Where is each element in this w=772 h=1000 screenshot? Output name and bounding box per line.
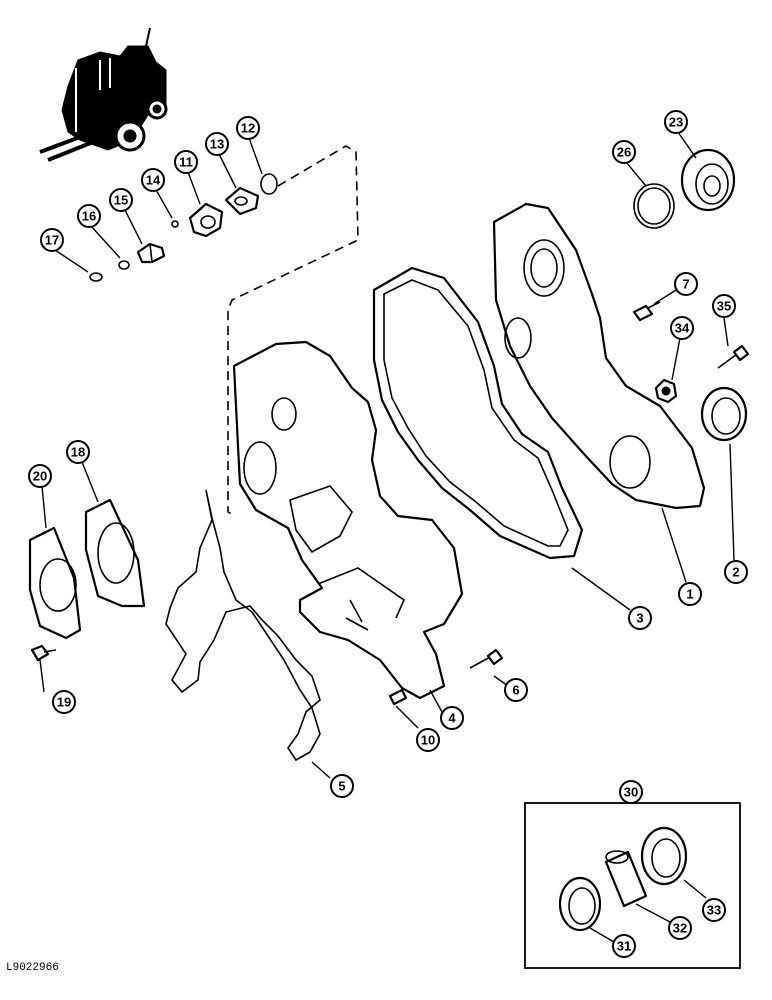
svg-text:10: 10 [421, 733, 435, 748]
callout-3: 3 [628, 606, 652, 630]
svg-text:7: 7 [682, 277, 689, 292]
kit-box-30 [524, 802, 741, 969]
svg-text:13: 13 [210, 137, 224, 152]
part-cover-plate-20 [28, 526, 82, 640]
part-fitting-15 [136, 242, 166, 264]
svg-text:26: 26 [617, 145, 631, 160]
part-gear-housing-4 [232, 340, 464, 700]
part-gasket-13 [224, 186, 260, 216]
callout-32: 32 [668, 916, 692, 940]
part-bolt-6 [469, 648, 504, 669]
leader-lines [39, 131, 735, 943]
svg-text:11: 11 [179, 155, 193, 170]
callout-5: 5 [330, 774, 354, 798]
part-gasket-3-inner [383, 279, 569, 547]
svg-text:14: 14 [146, 173, 161, 188]
svg-text:17: 17 [45, 233, 59, 248]
callout-23: 23 [664, 110, 688, 134]
part-lock-ring-17 [89, 272, 103, 282]
svg-text:16: 16 [82, 209, 96, 224]
part-seal-ring-12 [260, 173, 278, 195]
callout-31: 31 [612, 934, 636, 958]
svg-text:6: 6 [512, 683, 519, 698]
callout-13: 13 [205, 132, 229, 156]
dashed-assembly-line [227, 145, 359, 517]
callout-14: 14 [141, 168, 165, 192]
svg-text:20: 20 [33, 469, 47, 484]
part-dowel-10 [388, 688, 408, 706]
part-gasket-18 [84, 498, 146, 608]
callout-16: 16 [77, 204, 101, 228]
callout-2: 2 [724, 560, 748, 584]
svg-text:23: 23 [669, 115, 683, 130]
svg-text:12: 12 [241, 121, 255, 136]
callout-7: 7 [674, 272, 698, 296]
forklift-icon [39, 27, 168, 162]
callout-26: 26 [612, 140, 636, 164]
part-ring-26 [633, 183, 675, 229]
part-front-cover-1 [492, 202, 706, 510]
callout-1: 1 [678, 582, 702, 606]
callout-18: 18 [66, 440, 90, 464]
callout-6: 6 [504, 678, 528, 702]
callout-30: 30 [619, 780, 643, 804]
part-seal-2 [700, 386, 748, 442]
svg-text:18: 18 [71, 445, 85, 460]
svg-text:30: 30 [624, 785, 638, 800]
part-gasket-5 [165, 489, 321, 762]
callout-19: 19 [52, 690, 76, 714]
svg-text:35: 35 [717, 299, 731, 314]
svg-text:4: 4 [448, 711, 456, 726]
svg-text:15: 15 [114, 193, 128, 208]
part-bolt-35 [717, 344, 750, 369]
svg-text:31: 31 [617, 939, 631, 954]
figure-id: L9022966 [6, 962, 59, 974]
part-bolt-7 [632, 301, 661, 322]
part-housing-11 [188, 202, 224, 238]
svg-text:34: 34 [675, 321, 690, 336]
callout-4: 4 [440, 706, 464, 730]
callout-10: 10 [416, 728, 440, 752]
callout-17: 17 [40, 228, 64, 252]
part-screw-14 [171, 220, 179, 228]
part-gasket-3 [372, 266, 584, 560]
part-seal-23 [680, 148, 736, 212]
callout-35: 35 [712, 294, 736, 318]
callout-34: 34 [670, 316, 694, 340]
part-bolt-19 [30, 644, 57, 662]
svg-text:33: 33 [707, 903, 721, 918]
part-nut-34 [654, 378, 678, 404]
callout-11: 11 [174, 150, 198, 174]
svg-text:32: 32 [673, 921, 687, 936]
callout-20: 20 [28, 464, 52, 488]
callout-12: 12 [236, 116, 260, 140]
svg-text:2: 2 [732, 565, 739, 580]
svg-text:19: 19 [57, 695, 71, 710]
part-washer-16 [118, 260, 130, 270]
callout-15: 15 [109, 188, 133, 212]
svg-text:3: 3 [636, 611, 643, 626]
svg-text:1: 1 [686, 587, 693, 602]
callout-33: 33 [702, 898, 726, 922]
svg-text:5: 5 [338, 779, 345, 794]
